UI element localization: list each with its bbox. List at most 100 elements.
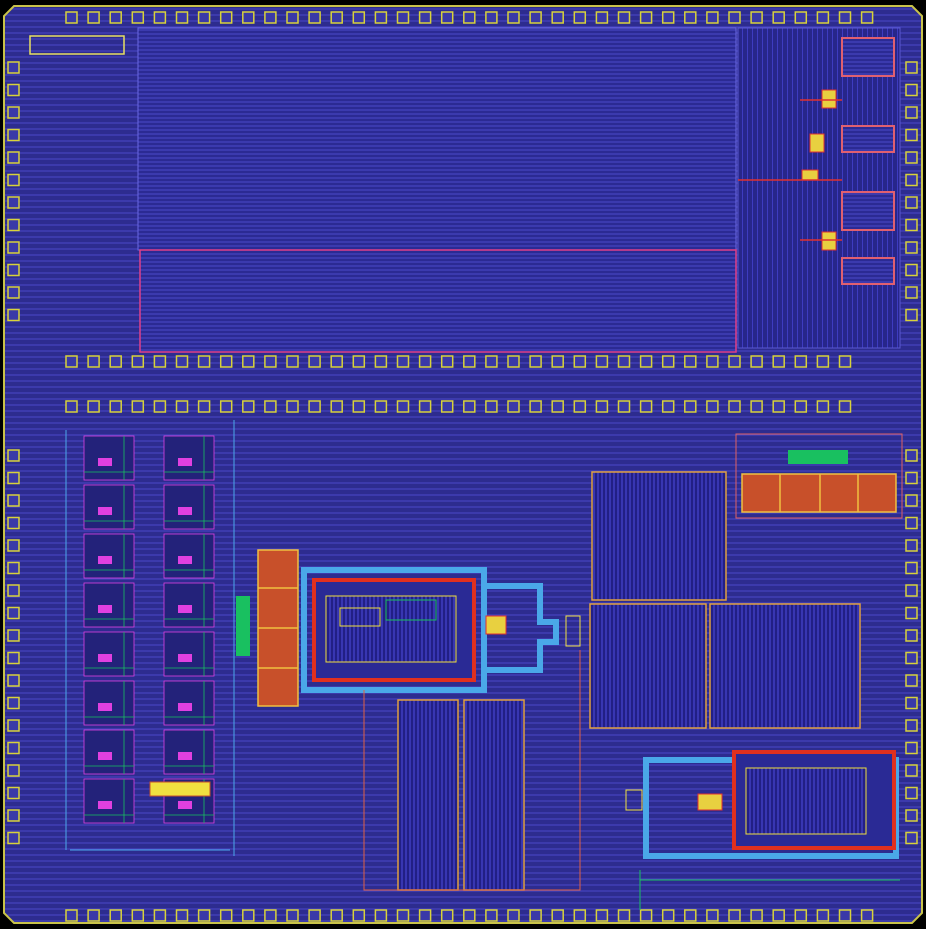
- bond-pad: [308, 400, 321, 413]
- bond-pad: [7, 629, 20, 642]
- bond-pad: [7, 196, 20, 209]
- bond-pad: [905, 241, 918, 254]
- bond-pad: [153, 11, 167, 24]
- bond-pad: [219, 11, 233, 24]
- bond-pad: [551, 400, 564, 413]
- bond-pad: [816, 909, 830, 922]
- bond-pad: [153, 909, 167, 922]
- bond-pad-ring: [7, 11, 918, 922]
- bond-pad: [131, 400, 145, 413]
- bond-pad: [396, 400, 410, 413]
- bond-pad: [242, 11, 255, 24]
- bond-pad: [706, 909, 719, 922]
- bond-pad: [352, 11, 366, 24]
- bond-pad: [131, 11, 145, 24]
- bond-pad: [728, 11, 741, 24]
- bond-pad: [573, 11, 587, 24]
- bond-pad: [860, 11, 874, 24]
- bond-pad: [485, 11, 498, 24]
- bond-pad: [905, 741, 918, 755]
- bond-pad: [617, 400, 631, 413]
- bond-pad: [7, 674, 20, 687]
- bond-pad: [175, 355, 189, 368]
- bond-pad: [463, 11, 476, 24]
- bond-pad: [551, 909, 564, 922]
- bond-pad: [109, 11, 122, 24]
- bond-pad: [219, 400, 233, 413]
- bond-pad: [418, 400, 432, 413]
- bond-pad: [905, 128, 918, 142]
- bond-pad: [617, 909, 631, 922]
- bond-pad: [109, 400, 122, 413]
- bond-pad: [573, 909, 587, 922]
- bond-pad: [242, 909, 255, 922]
- routing-lines: [65, 420, 900, 910]
- bond-pad: [7, 173, 20, 187]
- analog-core-right: [625, 750, 899, 859]
- bond-pad: [87, 400, 100, 413]
- bond-pad: [617, 355, 631, 368]
- cap-contact: [178, 752, 192, 760]
- bond-pad: [7, 741, 20, 755]
- bond-pad: [109, 355, 122, 368]
- capacitor-bank-lower: [397, 699, 525, 891]
- bond-pad: [905, 218, 918, 232]
- bond-pad: [330, 355, 343, 368]
- bond-pad: [308, 355, 321, 368]
- bond-pad: [7, 83, 20, 97]
- bond-pad: [7, 128, 20, 142]
- bond-pad: [7, 831, 20, 845]
- cap-contact: [98, 654, 112, 662]
- bond-pad: [661, 400, 675, 413]
- bond-pad: [905, 196, 918, 209]
- bond-pad: [7, 651, 20, 665]
- bond-pad: [794, 11, 808, 24]
- cap-contact: [178, 507, 192, 515]
- cap-contact: [98, 752, 112, 760]
- bond-pad: [264, 909, 277, 922]
- bond-pad: [65, 909, 78, 922]
- bond-pad: [816, 11, 830, 24]
- bond-pad: [750, 11, 763, 24]
- bond-pad: [65, 400, 78, 413]
- bond-pad: [905, 106, 918, 119]
- cap-contact: [178, 556, 192, 564]
- bond-pad: [7, 809, 20, 822]
- bond-pad: [772, 355, 785, 368]
- bond-pad: [905, 584, 918, 597]
- bond-pad: [264, 11, 277, 24]
- bond-pad: [750, 355, 763, 368]
- bond-pad: [816, 355, 830, 368]
- bond-pad: [65, 11, 78, 24]
- cap-contact: [178, 458, 192, 466]
- cap-contact: [178, 801, 192, 809]
- bond-pad: [905, 449, 918, 462]
- resistor-strip-right: [735, 433, 903, 519]
- bond-pad: [905, 83, 918, 97]
- bond-pad: [87, 11, 100, 24]
- bond-pad: [396, 355, 410, 368]
- bond-pad: [418, 909, 432, 922]
- bond-pad: [905, 786, 918, 800]
- bond-pad: [684, 909, 697, 922]
- bond-pad: [905, 674, 918, 687]
- bond-pad: [308, 909, 321, 922]
- bond-pad: [485, 355, 498, 368]
- bond-pad: [794, 355, 808, 368]
- bond-pad: [573, 400, 587, 413]
- bond-pad: [440, 909, 454, 922]
- bond-pad: [661, 355, 675, 368]
- bond-pad: [905, 494, 918, 507]
- bond-pad: [684, 11, 697, 24]
- bond-pad: [706, 355, 719, 368]
- bond-pad: [838, 909, 852, 922]
- bond-pad: [440, 11, 454, 24]
- bond-pad: [7, 539, 20, 552]
- bond-pad: [595, 11, 609, 24]
- bond-pad: [485, 400, 498, 413]
- bond-pad: [463, 355, 476, 368]
- bond-pad: [7, 719, 20, 732]
- bond-pad: [772, 909, 785, 922]
- bond-pad: [905, 61, 918, 74]
